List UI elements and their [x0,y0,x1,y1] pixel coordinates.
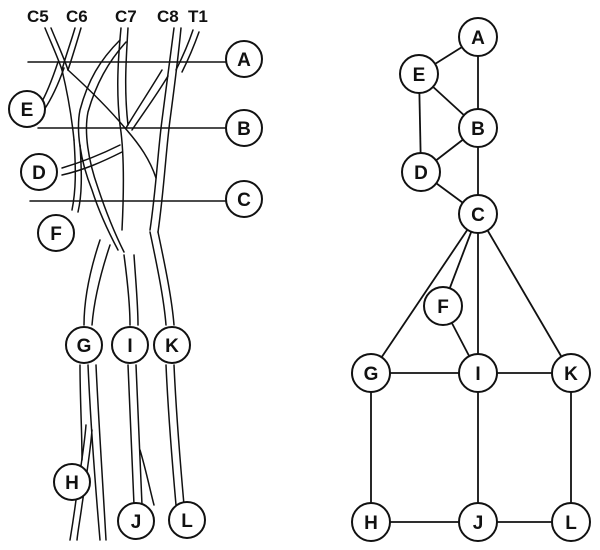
nerve-division-3 [125,69,163,129]
nerve-c7 [117,27,125,231]
svg-text:K: K [165,336,179,357]
anatomy-label-j: J [117,502,155,540]
anatomy-label-a: A [225,40,263,78]
graph-node-label: E [413,65,426,86]
nerve-to-f-b [77,144,83,213]
nerve-cord-lateral [83,239,101,326]
nerve-k-to-l-b [173,364,185,506]
svg-text:L: L [181,511,193,532]
nerve-t1 [175,29,194,71]
svg-text:B: B [237,119,251,140]
nerve-i-to-j-b [135,364,143,506]
svg-text:A: A [237,50,251,71]
graph-node-j: J [458,502,498,542]
graph-node-i: I [458,353,498,393]
svg-text:I: I [127,336,132,357]
anatomy-label-i: I [111,326,149,364]
graph-node-k: K [551,353,591,393]
anatomy-label-g: G [65,326,103,364]
brachial-plexus-panel: C5 C6 C7 C8 T1 [8,7,263,541]
nerve-c8b [157,27,182,233]
nerve-c5b [50,27,69,71]
anatomy-label-c: C [225,180,263,218]
nerve-c7b [124,27,129,126]
nerve-cord-medial-b [157,231,175,326]
anatomy-labels: A B C D E F G I K H J L [8,40,263,540]
graph-node-h: H [351,502,391,542]
nerve-c6 [61,27,76,71]
nerve-strands [39,27,200,541]
nerve-t1b [181,31,200,73]
anatomy-label-f: F [37,214,75,252]
nerve-to-e-b [43,67,65,111]
graph-node-a: A [458,17,498,57]
nerve-division-1 [77,39,121,251]
nerve-to-d-b [61,151,123,176]
graph-panel: A E B D C F G I K H J L [351,17,591,542]
nerve-c6b [67,27,82,71]
graph-node-label: C [471,205,485,226]
graph-node-l: L [551,502,591,542]
anatomy-label-d: D [20,153,58,191]
root-label-c5: C5 [27,7,49,26]
graph-node-b: B [458,108,498,148]
graph-edge-c-k [477,213,572,374]
anatomy-label-e: E [8,90,46,128]
svg-text:C: C [237,190,251,211]
graph-node-label: B [471,119,485,140]
graph-node-label: D [414,163,428,184]
graph-node-e: E [399,54,439,94]
svg-text:G: G [77,336,92,357]
nerve-division-2 [67,69,157,179]
nerve-g-to-h [79,364,83,461]
svg-text:F: F [50,224,62,245]
graph-node-c: C [458,194,498,234]
graph-node-label: K [564,364,578,385]
nerve-division-3b [131,75,169,131]
anatomy-label-b: B [225,109,263,147]
nerve-i-to-j [127,364,135,506]
svg-text:D: D [32,163,46,184]
root-label-c8: C8 [157,7,179,26]
graph-node-label: J [473,513,484,534]
nerve-h-distal-b [76,429,93,541]
graph-node-label: G [364,364,379,385]
nerve-cord-median [123,254,131,326]
root-label-t1: T1 [188,7,208,26]
nerve-cord-median-b [133,254,139,326]
graph-node-label: I [475,364,480,385]
graph-node-label: F [437,297,449,318]
nerve-to-f [71,139,77,211]
nerve-g-distal [87,364,101,541]
svg-text:E: E [21,100,34,121]
nerve-k-to-l [165,364,177,506]
nerve-i-side [139,449,155,506]
graph-edge-c-g [370,213,479,374]
anatomy-label-k: K [153,326,191,364]
graph-node-g: G [351,353,391,393]
graph-node-label: H [364,513,378,534]
nerve-cord-medial [149,231,167,326]
nerve-division-1b [85,41,127,253]
anatomy-label-h: H [53,463,91,501]
svg-text:J: J [131,512,142,533]
svg-text:H: H [65,473,79,494]
nerve-c8 [149,27,175,231]
root-label-c7: C7 [115,7,137,26]
graph-node-f: F [423,286,463,326]
nerve-cord-lateral-b [91,244,111,326]
graph-node-d: D [401,152,441,192]
anatomy-label-l: L [168,501,206,539]
graph-node-label: A [471,28,485,49]
graph-nodes: A E B D C F G I K H J L [351,17,591,542]
nerve-to-d [61,144,121,169]
root-label-c6: C6 [66,7,88,26]
graph-node-label: L [565,513,577,534]
nerve-g-distal-b [95,364,107,541]
